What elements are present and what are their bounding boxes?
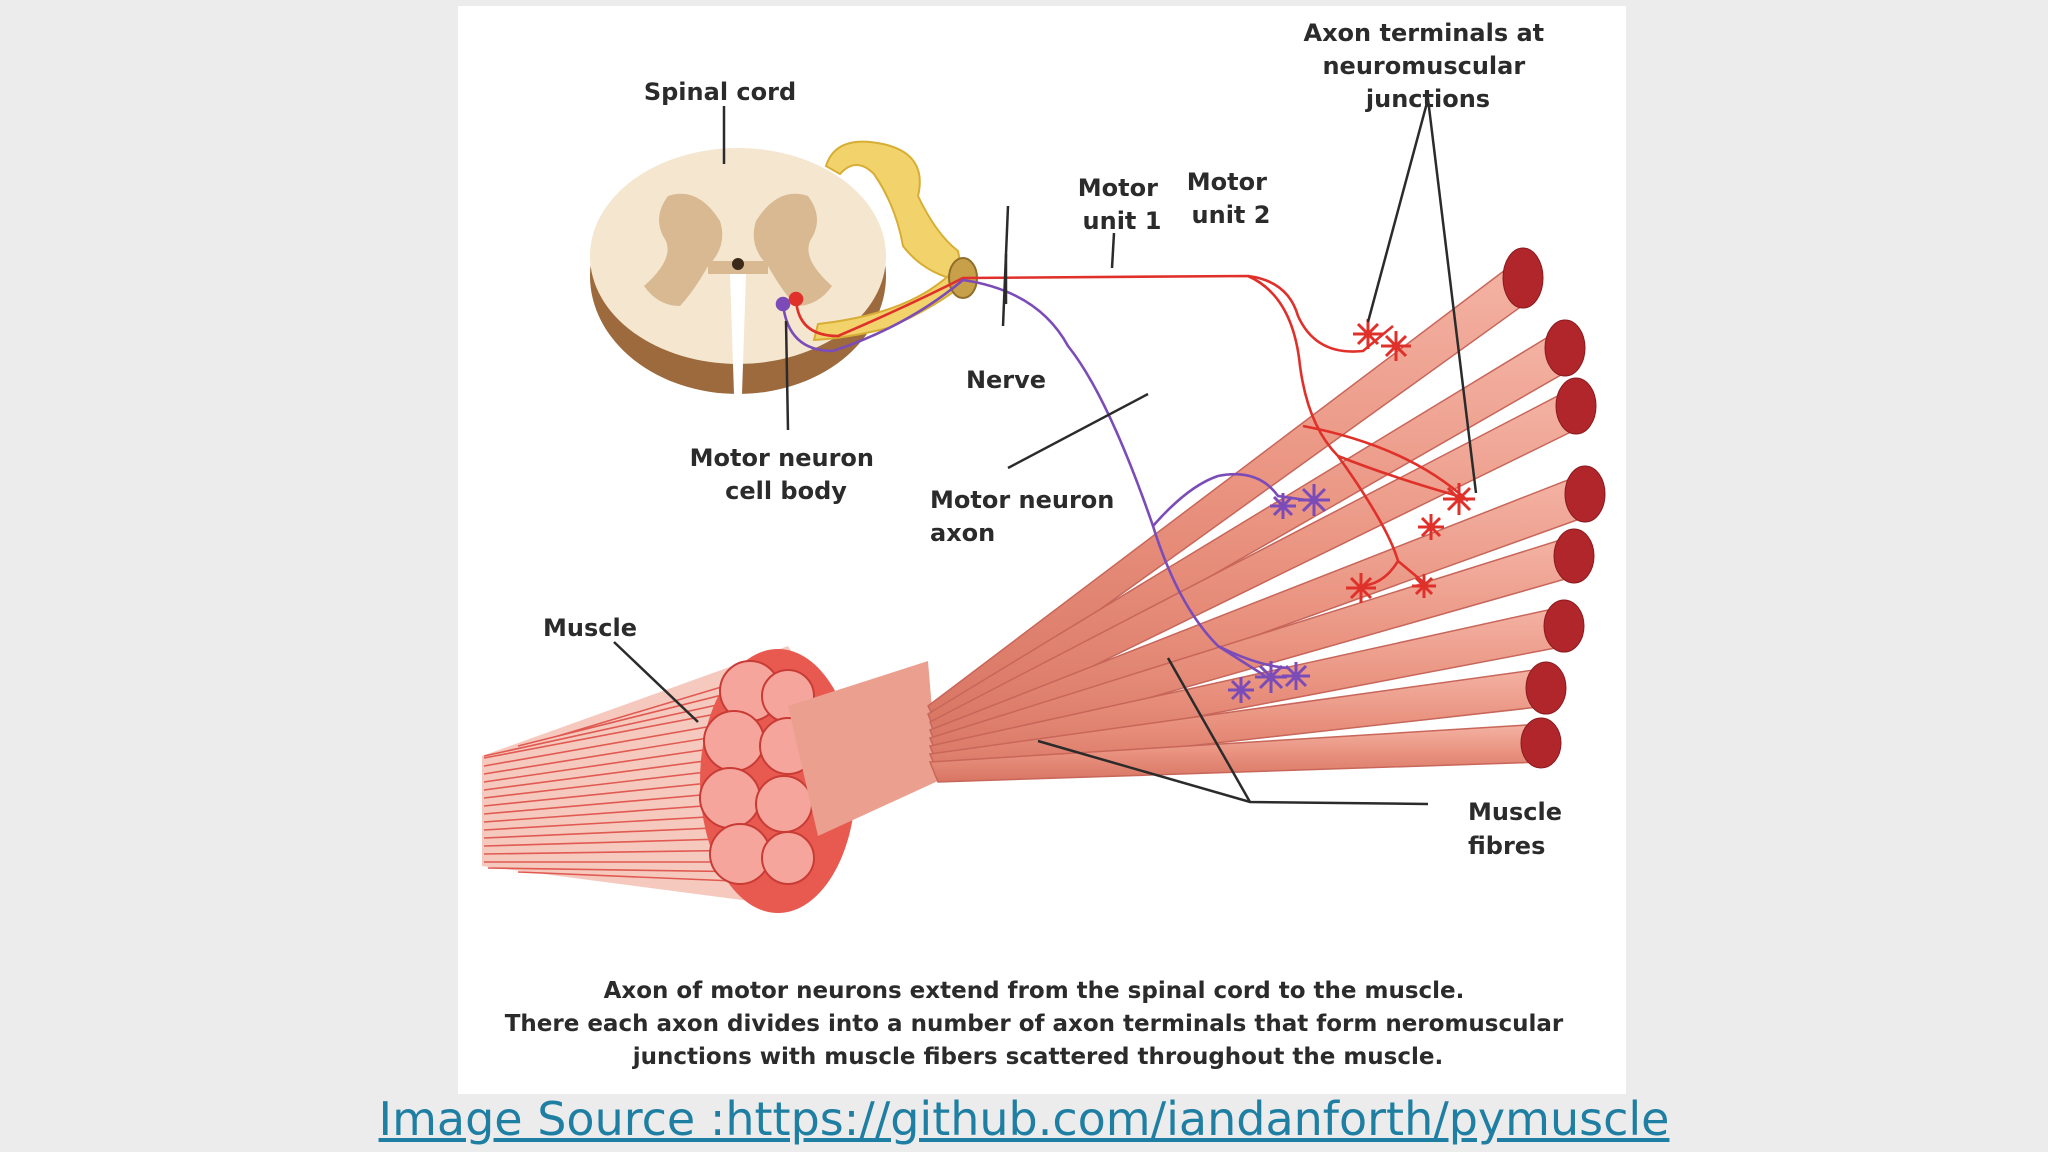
motor-unit-1-terminals [1228, 484, 1330, 703]
motor-unit-2-axon [788, 274, 1469, 588]
label-motor-neuron-cell-body: Motor neuron cell body [690, 444, 883, 505]
label-motor-unit-2: Motor unit 2 [1187, 168, 1276, 229]
label-axon-terminals: Axon terminals at neuromuscular junction… [1304, 19, 1553, 113]
label-motor-unit-1: Motor unit 1 [1078, 174, 1167, 235]
label-muscle-fibres: Muscle fibres [1468, 798, 1570, 860]
label-motor-neuron-axon: Motor neuron axon [930, 486, 1123, 547]
motor-unit-1-axon [775, 278, 1314, 683]
muscle-fibres [927, 247, 1606, 783]
figure-panel: Spinal cord Axon terminals at neuromuscu… [458, 6, 1626, 1094]
spinal-cord [590, 148, 886, 394]
image-source-link[interactable]: Image Source :https://github.com/iandanf… [378, 1092, 1670, 1146]
muscle-bundle [482, 646, 938, 913]
motor-unit-2-terminals [1346, 319, 1475, 603]
motor-unit-diagram: Spinal cord Axon terminals at neuromuscu… [482, 19, 1606, 1070]
figure-caption: Axon of motor neurons extend from the sp… [505, 978, 1572, 1070]
label-muscle: Muscle [543, 614, 637, 642]
nerve [812, 140, 978, 342]
label-nerve: Nerve [966, 366, 1046, 394]
label-spinal-cord: Spinal cord [644, 78, 796, 106]
leader-lines [613, 98, 1478, 806]
